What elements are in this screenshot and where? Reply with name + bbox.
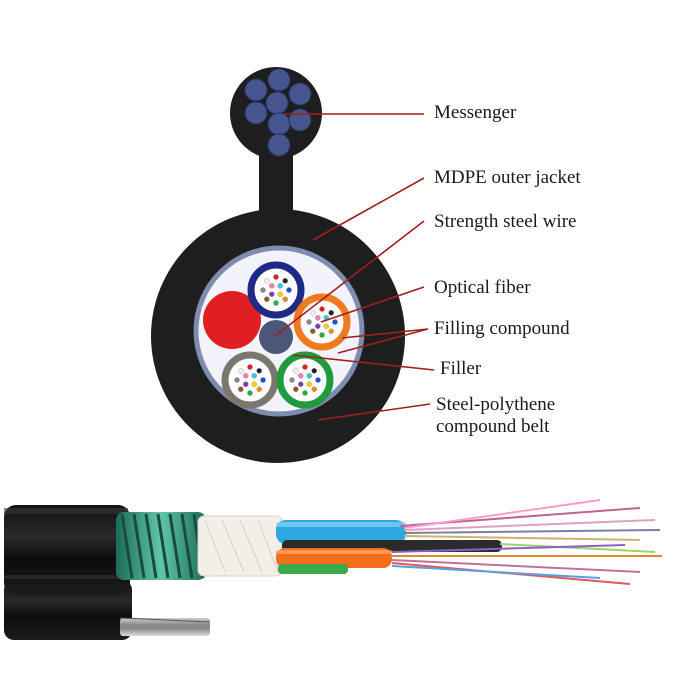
fiber-dot [273, 300, 279, 306]
fiber-dot [268, 291, 275, 298]
fiber-dot [256, 386, 263, 393]
fiber-dot [242, 381, 249, 388]
fiber-dot [277, 291, 284, 298]
fiber-dot [314, 314, 321, 321]
cross-section [151, 67, 405, 463]
callout-optical-fiber [320, 286, 425, 323]
fiber-dot [268, 282, 275, 289]
fiber-dot [273, 274, 279, 280]
tube-green [276, 351, 334, 409]
fiber-dot [328, 309, 335, 316]
fiber-dot [263, 296, 270, 303]
label-filler: Filler [440, 358, 482, 379]
fiber-dot [286, 287, 292, 293]
fibers [391, 499, 662, 585]
fiber-dot [319, 332, 325, 338]
label-optical-fiber: Optical fiber [434, 277, 531, 298]
fiber-dot [323, 323, 330, 330]
fiber-dot [247, 390, 253, 396]
fiber-dot [309, 309, 316, 316]
fiber-dot [251, 372, 257, 379]
fiber-dot [234, 377, 240, 383]
callout-belt [317, 403, 431, 421]
fiber-dot [256, 367, 263, 374]
filler [203, 291, 261, 349]
cable-jacket [4, 505, 130, 595]
callout-lines [274, 113, 435, 421]
fiber-dot [319, 306, 325, 312]
callout-steel-wire [274, 220, 425, 337]
callout-jacket [312, 177, 425, 241]
loose-tubes [221, 261, 351, 409]
fiber-dot [242, 372, 249, 379]
fiber-dot [251, 381, 257, 388]
tube-green [278, 564, 348, 574]
fiber-dot [306, 372, 313, 379]
fiber-dot [260, 377, 266, 383]
fiber-dot [292, 367, 299, 374]
fiber-dot [277, 282, 284, 289]
label-messenger: Messenger [434, 102, 517, 123]
fiber-dot [289, 377, 295, 383]
callout-filling-1 [341, 328, 429, 339]
fiber-dot [306, 381, 313, 388]
fiber-dot [311, 367, 318, 374]
cable-side-view [4, 499, 662, 640]
fiber-dot [237, 367, 244, 374]
messenger-strands [244, 68, 312, 157]
label-belt-line1: Steel-polythene [436, 394, 556, 415]
fiber-dot [237, 386, 244, 393]
callout-filler [292, 354, 435, 371]
water-blocking-tape [197, 515, 283, 577]
fiber-dot [260, 287, 266, 293]
fiber-dot [282, 296, 289, 303]
fiber-dot [263, 277, 270, 284]
fiber-dot [247, 364, 253, 370]
fiber-dot [282, 277, 289, 284]
fiber-dot [302, 390, 308, 396]
fiber-dot [311, 386, 318, 393]
fiber-dot [302, 364, 308, 370]
label-outer-jacket: MDPE outer jacket [434, 167, 581, 188]
fiber-dot [292, 386, 299, 393]
fiber-dot [297, 381, 304, 388]
fiber-dot [328, 328, 335, 335]
label-compound-belt: Steel-polythene compound belt [436, 394, 555, 438]
fiber-dot [306, 319, 312, 325]
fiber-dot [315, 377, 321, 383]
label-belt-line2: compound belt [436, 416, 550, 437]
fiber-dot [332, 319, 338, 325]
tube-grey [221, 351, 279, 409]
label-filling-compound: Filling compound [434, 318, 570, 339]
tube-blue [247, 261, 305, 319]
callout-filling-2 [337, 328, 429, 354]
fiber-dot [309, 328, 316, 335]
fiber-dot [314, 323, 321, 330]
label-strength-wire: Strength steel wire [434, 211, 577, 232]
fiber-dot [297, 372, 304, 379]
